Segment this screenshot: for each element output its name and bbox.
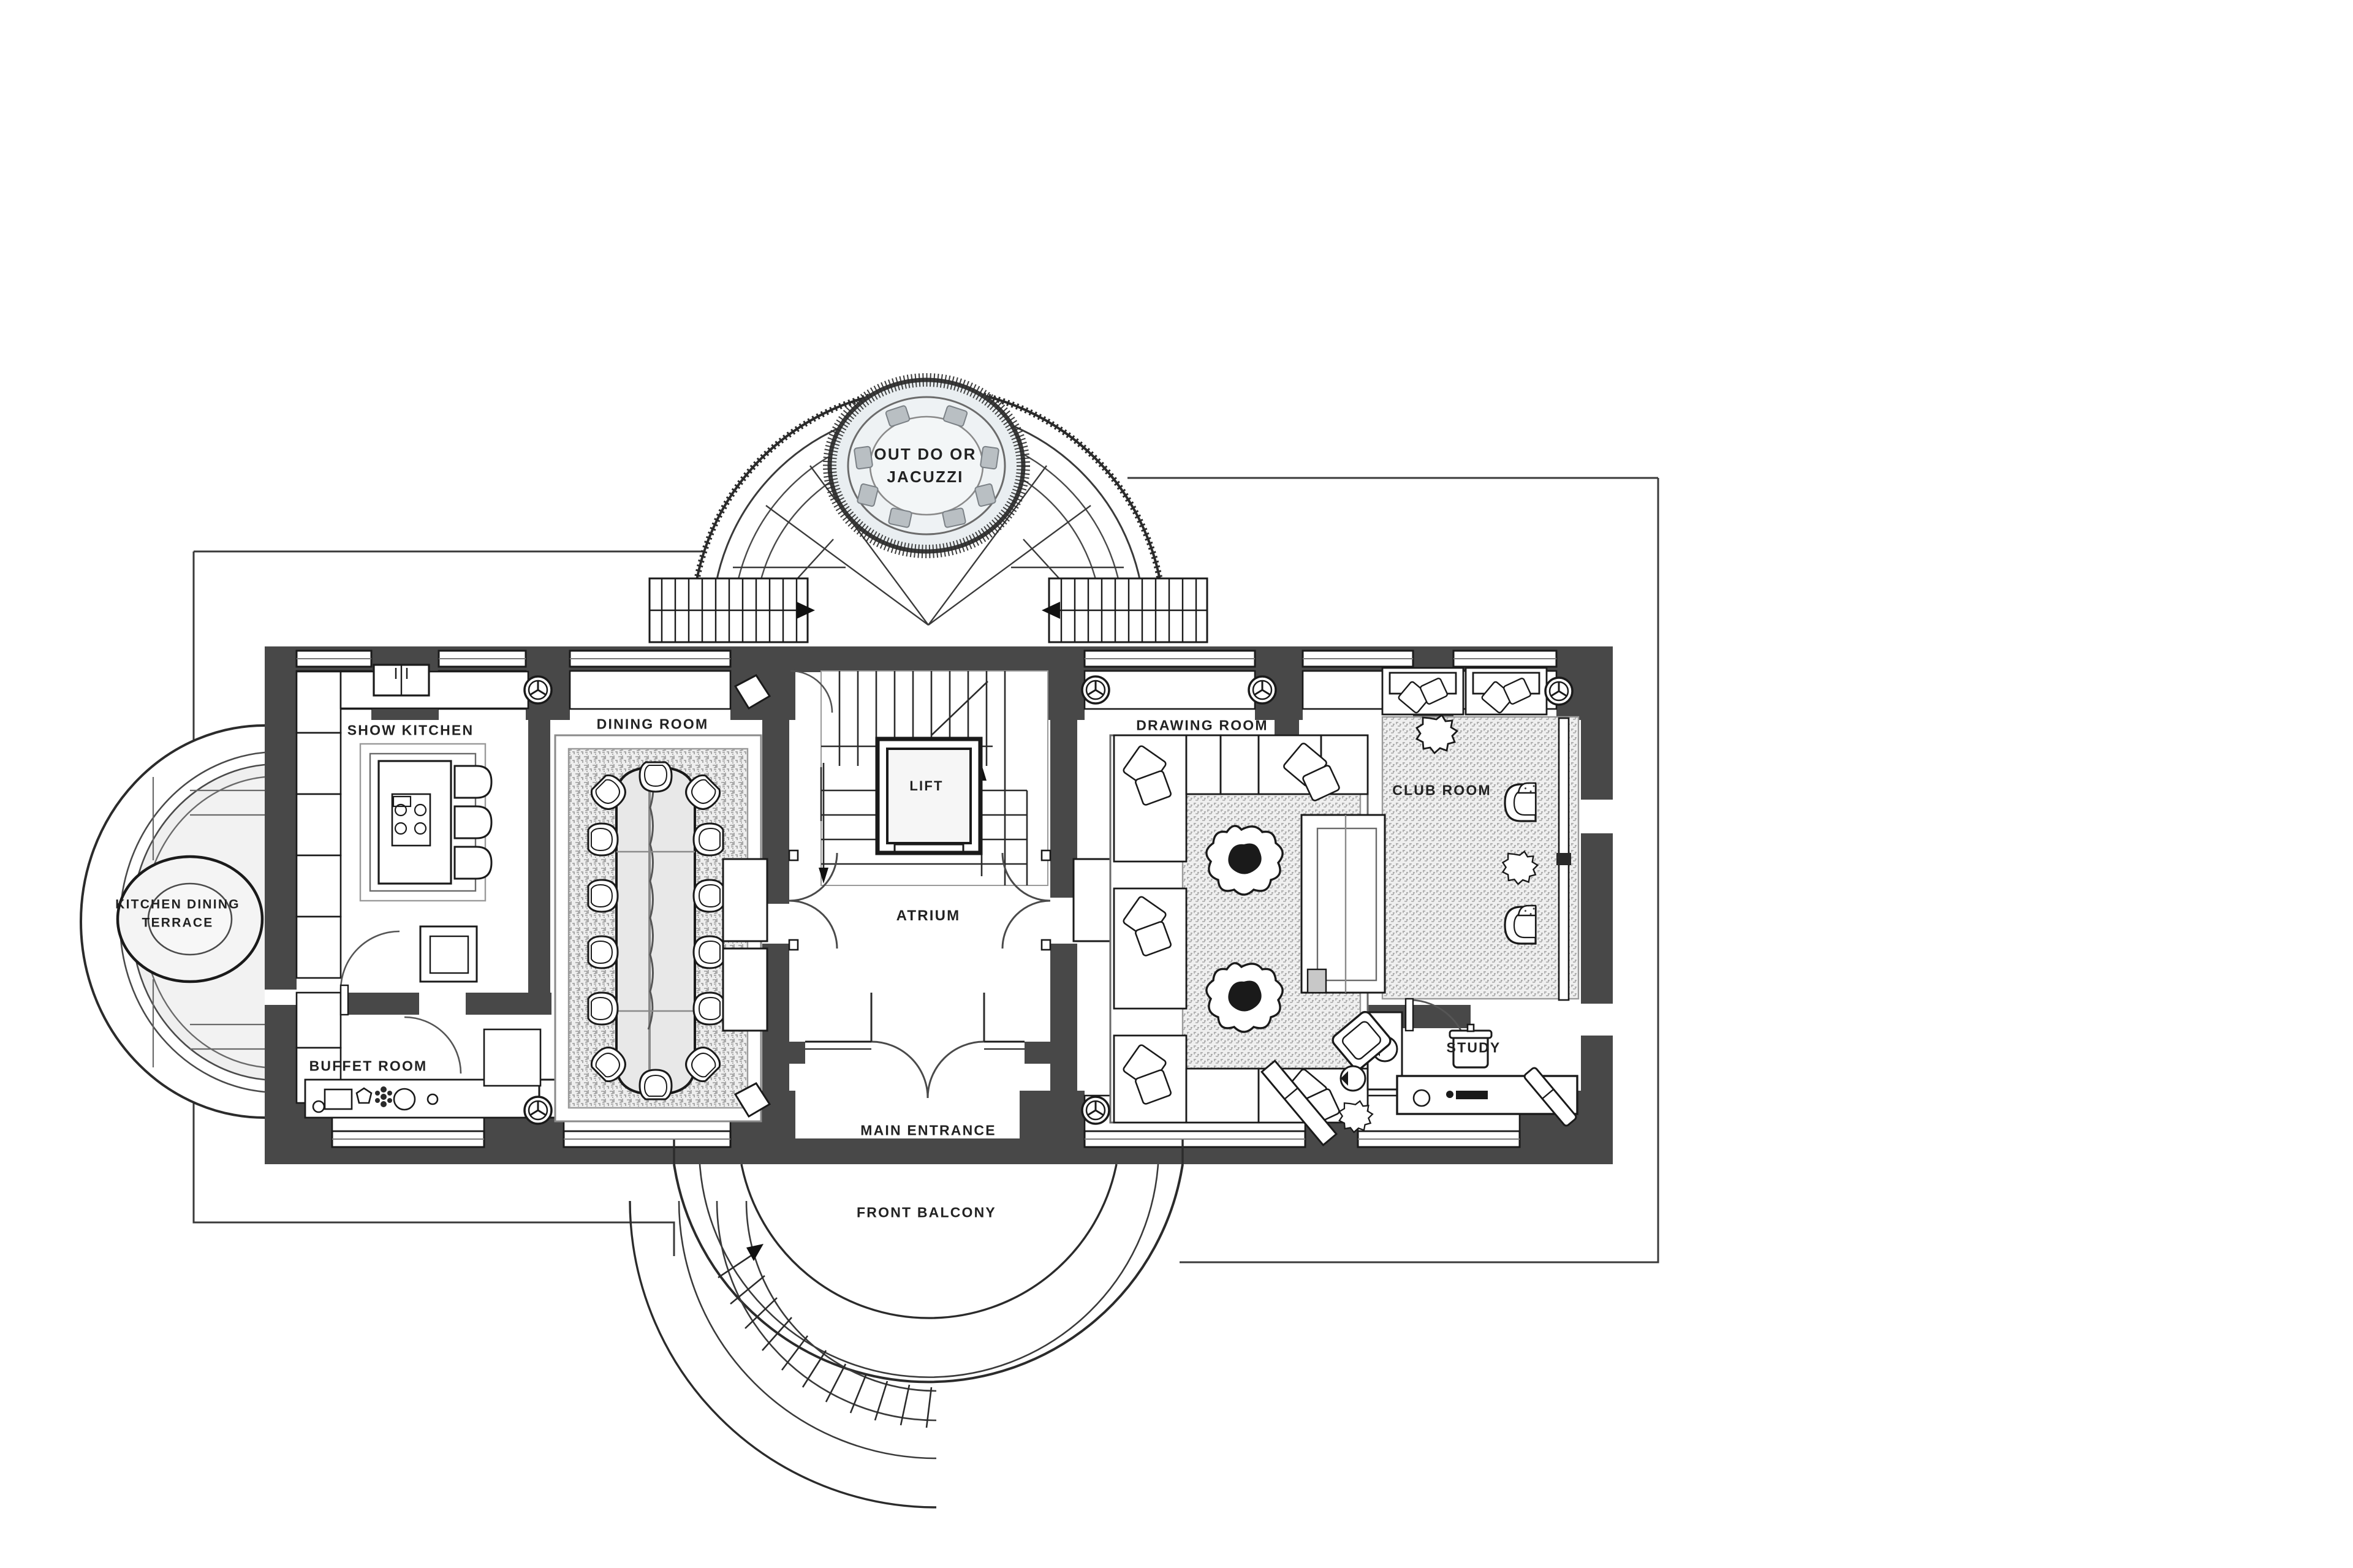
study bbox=[1332, 1010, 1578, 1133]
label-club-room: CLUB ROOM bbox=[1392, 782, 1491, 798]
dining-room bbox=[523, 674, 771, 1125]
front-balcony bbox=[673, 1164, 1184, 1384]
column bbox=[1081, 675, 1110, 705]
coffee-tables bbox=[1205, 825, 1284, 1033]
corner-tables bbox=[733, 674, 771, 1118]
balcony-connectors bbox=[673, 1140, 1184, 1164]
rear-terrace-stair[interactable] bbox=[648, 577, 1208, 643]
column bbox=[1081, 1096, 1110, 1125]
label-show-kitchen: SHOW KITCHEN bbox=[347, 722, 474, 738]
buffet-room bbox=[304, 1028, 588, 1119]
column bbox=[1248, 675, 1277, 705]
kitchen-stools bbox=[453, 765, 493, 880]
label-front-balcony: FRONT BALCONY bbox=[857, 1204, 996, 1221]
drawing-room bbox=[1081, 675, 1403, 1146]
front-entrance-stair[interactable] bbox=[629, 1200, 937, 1509]
side-chair bbox=[419, 925, 478, 983]
column bbox=[1544, 676, 1574, 706]
label-study: STUDY bbox=[1446, 1039, 1501, 1056]
kitchen-dining-terrace bbox=[80, 724, 265, 1119]
label-buffet-room: BUFFET ROOM bbox=[309, 1058, 428, 1074]
club-room bbox=[1300, 667, 1580, 1059]
outdoor-jacuzzi[interactable] bbox=[823, 373, 1030, 558]
label-kitchen-dining-terrace: KITCHEN DINING TERRACE bbox=[115, 897, 240, 930]
lift-shaft[interactable] bbox=[875, 737, 983, 855]
label-lift: LIFT bbox=[909, 778, 944, 793]
club-armchairs bbox=[1502, 782, 1539, 945]
label-atrium: ATRIUM bbox=[896, 907, 961, 924]
label-main-entrance: MAIN ENTRANCE bbox=[860, 1122, 996, 1138]
label-drawing-room: DRAWING ROOM bbox=[1136, 717, 1268, 733]
label-outdoor-jacuzzi: OUT DO OR JACUZZI bbox=[874, 445, 977, 486]
column bbox=[523, 1096, 553, 1125]
column bbox=[523, 675, 553, 705]
label-dining-room: DINING ROOM bbox=[596, 716, 709, 732]
